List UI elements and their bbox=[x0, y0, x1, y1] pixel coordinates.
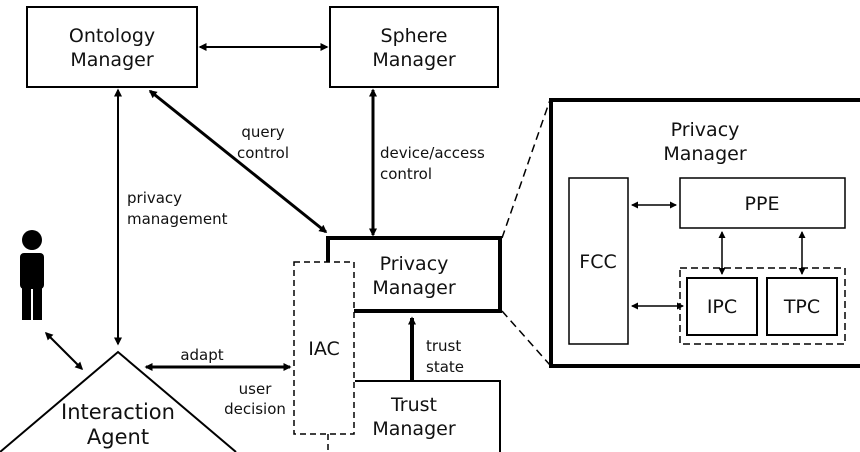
privacy-management-label-line2: management bbox=[127, 210, 228, 228]
adapt-label: adapt bbox=[180, 346, 223, 364]
privacy-manager-node: Privacy Manager bbox=[326, 236, 502, 313]
trust-state-label-line1: trust bbox=[426, 337, 461, 355]
detail-title-line1: Privacy bbox=[671, 119, 740, 141]
device-access-control-label-line2: control bbox=[380, 165, 432, 183]
trust-manager-label-line2: Manager bbox=[372, 418, 455, 440]
trust-manager-label-line1: Trust bbox=[390, 394, 437, 416]
interaction-agent-node: Interaction Agent bbox=[0, 350, 237, 452]
sphere-manager-node: Sphere Manager bbox=[329, 6, 499, 88]
trust-manager-node: Trust Manager bbox=[355, 380, 501, 452]
ontology-manager-label-line2: Manager bbox=[70, 49, 153, 71]
fcc-box bbox=[568, 177, 629, 345]
zoom-line-top bbox=[501, 99, 551, 239]
ipc-label: IPC bbox=[707, 296, 737, 318]
privacy-management-label-line1: privacy bbox=[127, 189, 182, 207]
ontology-manager-label-line1: Ontology bbox=[69, 25, 155, 47]
user-decision-label-line2: decision bbox=[224, 400, 286, 418]
user-agent-edge bbox=[44, 331, 84, 371]
ontology-manager-node: Ontology Manager bbox=[26, 6, 198, 88]
ppe-label: PPE bbox=[745, 193, 780, 215]
sphere-manager-label-line1: Sphere bbox=[381, 25, 448, 47]
person-icon bbox=[20, 230, 44, 320]
ipc-box bbox=[686, 277, 758, 336]
fcc-label: FCC bbox=[579, 251, 616, 273]
zoom-line-bottom bbox=[501, 310, 551, 366]
detail-title-line2: Manager bbox=[663, 143, 746, 165]
interaction-agent-label-line1: Interaction bbox=[61, 400, 175, 424]
trust-state-label-line2: state bbox=[426, 358, 464, 376]
query-control-label-line1: query bbox=[241, 123, 284, 141]
device-access-control-label-line1: device/access bbox=[380, 144, 485, 162]
privacy-manager-label-line1: Privacy bbox=[380, 253, 449, 275]
tpc-box bbox=[766, 277, 838, 336]
privacy-manager-label-line2: Manager bbox=[372, 277, 455, 299]
tpc-label: TPC bbox=[783, 296, 820, 318]
user-decision-label-line1: user bbox=[239, 380, 273, 398]
sphere-manager-label-line2: Manager bbox=[372, 49, 455, 71]
iac-node: IAC bbox=[293, 261, 355, 452]
privacy-manager-detail-panel: Privacy Manager FCC PPE IPC TPC bbox=[549, 98, 860, 368]
query-control-label-line2: control bbox=[237, 144, 289, 162]
iac-label: IAC bbox=[308, 338, 340, 360]
ppe-box bbox=[679, 177, 846, 229]
query-control-edge bbox=[148, 89, 328, 234]
interaction-agent-label-line2: Agent bbox=[87, 425, 149, 449]
